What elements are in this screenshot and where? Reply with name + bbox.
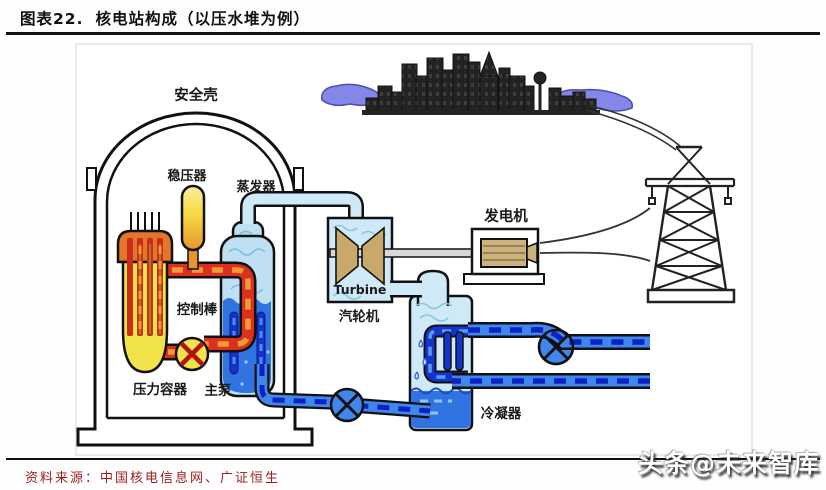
label-main-pump: 主泵 <box>205 382 232 399</box>
label-generator: 发电机 <box>483 207 528 225</box>
feedwater-line <box>254 364 431 423</box>
label-pressure-vessel: 压力容器 <box>133 381 187 398</box>
generator-base <box>463 273 545 285</box>
generator-unit <box>463 227 545 285</box>
reactor-pressure-vessel <box>116 212 174 374</box>
label-pressurizer: 稳压器 <box>167 168 207 184</box>
label-condenser: 冷凝器 <box>481 405 522 422</box>
watermark-text: 头条@未来智库 <box>637 449 820 478</box>
figure-number: 图表22. <box>20 10 84 28</box>
label-steam-generator: 蒸发器 <box>236 179 276 195</box>
label-containment: 安全壳 <box>174 86 218 104</box>
turbine-blade-left <box>335 226 359 286</box>
source-note: 资料来源：中国核电信息网、广证恒生 <box>25 471 281 486</box>
fuel-and-control-rods <box>127 238 163 336</box>
condenser-neck <box>416 269 450 306</box>
header-rule <box>6 32 820 35</box>
figure-title: 核电站构成（以压水堆为例） <box>95 10 310 28</box>
generator-output-wires <box>539 207 651 262</box>
cooling-tube-bundle <box>423 324 468 384</box>
turbine-blade-right <box>361 226 385 286</box>
label-turbine-cn: 汽轮机 <box>339 308 380 325</box>
feedwater-pump <box>329 387 365 423</box>
pressurizer-vessel <box>180 184 206 270</box>
control-rod-drives <box>130 212 160 234</box>
main-pump <box>174 336 210 372</box>
transmission-tower <box>644 145 736 304</box>
powerline-city-wires <box>585 105 681 151</box>
figure-header: 图表22. 核电站构成（以压水堆为例） <box>20 7 310 29</box>
turbine-unit <box>326 216 483 304</box>
cooling-water-loop <box>452 321 650 389</box>
condenser-unit <box>388 269 474 432</box>
steam-pipe <box>240 191 364 224</box>
condensate-droplets <box>414 339 428 380</box>
label-turbine-en: Turbine <box>334 282 387 297</box>
label-control-rods: 控制棒 <box>177 301 218 318</box>
turbine-inlet <box>352 220 361 224</box>
condenser-steam-squiggles <box>415 302 453 322</box>
footer-rule <box>6 458 820 460</box>
city-skyline <box>362 50 600 115</box>
